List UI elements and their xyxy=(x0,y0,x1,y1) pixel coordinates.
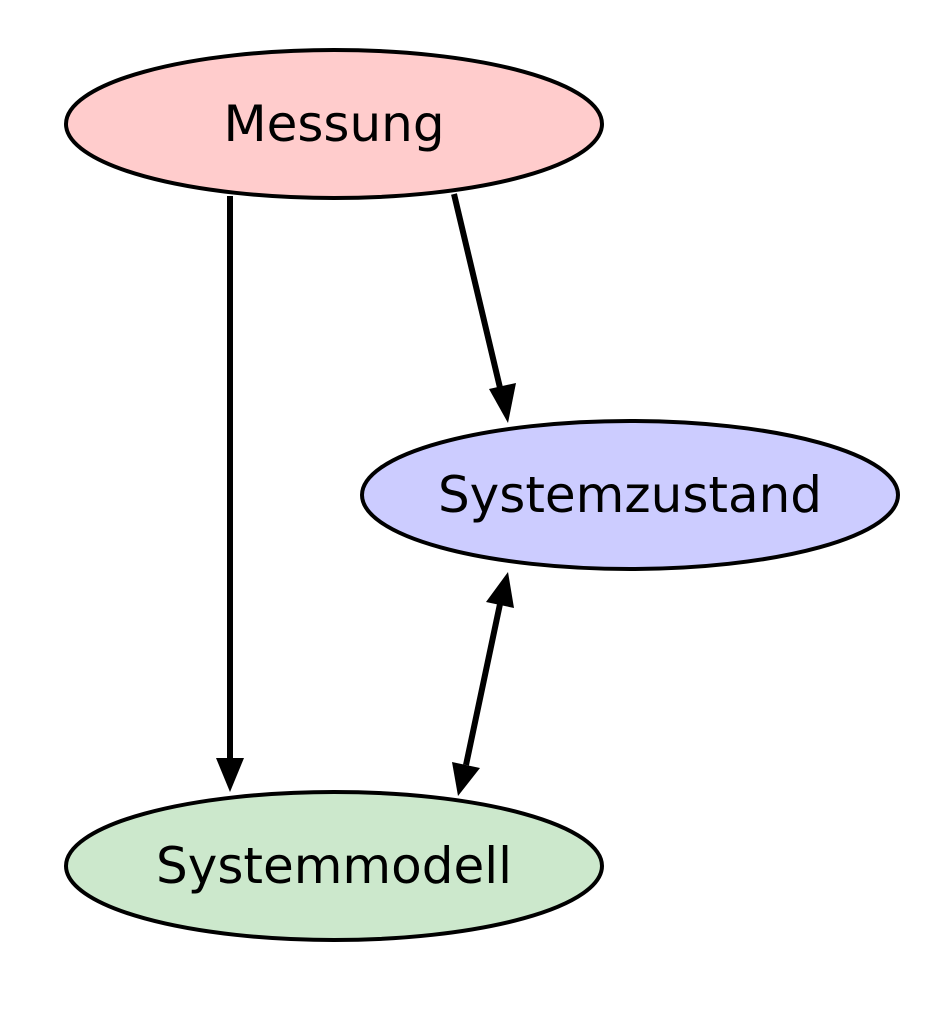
arrowhead-down xyxy=(452,762,480,796)
node-label: Messung xyxy=(223,95,444,153)
edge-model-state-bidirectional xyxy=(452,572,514,796)
node-model: Systemmodell xyxy=(64,790,604,942)
node-ellipse xyxy=(360,419,900,571)
arrowhead-down xyxy=(489,383,516,423)
node-label: Systemzustand xyxy=(438,466,822,524)
edge-measurement-to-model xyxy=(216,196,244,792)
edge-line xyxy=(451,193,504,393)
node-measurement: Messung xyxy=(64,48,604,200)
node-ellipse xyxy=(64,48,604,200)
edge-measurement-to-state xyxy=(451,193,516,423)
node-ellipse xyxy=(64,790,604,942)
arrowhead-down xyxy=(216,758,244,792)
node-label: Systemmodell xyxy=(156,837,512,895)
edge-line xyxy=(463,603,503,766)
arrowhead-up xyxy=(486,572,514,608)
node-state: Systemzustand xyxy=(360,419,900,571)
